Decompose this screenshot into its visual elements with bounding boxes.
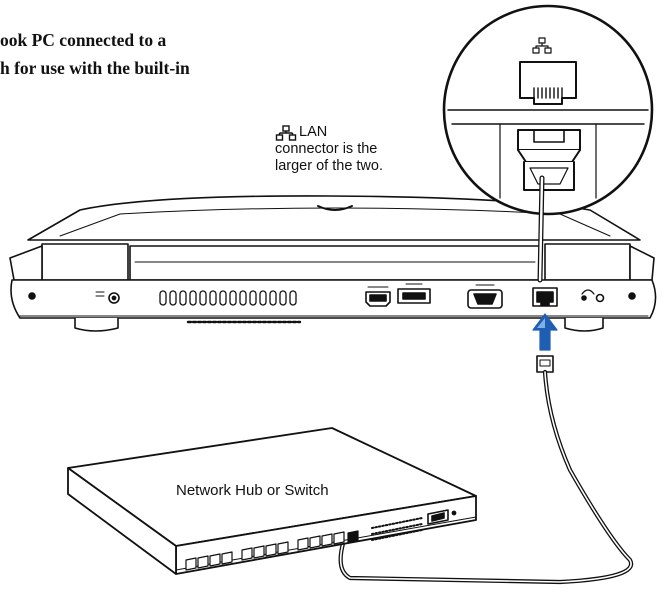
heading-line-1: ook PC connected to a (0, 30, 167, 50)
power-port-icon (95, 291, 120, 304)
network-switch (67, 427, 477, 575)
vga-port-icon (467, 284, 503, 309)
lan-callout: LAN connector is the larger of the two. (275, 124, 445, 175)
callout-line-1: LAN (299, 124, 328, 140)
arrow-up-icon (532, 313, 558, 351)
network-icon (532, 37, 552, 54)
laptop (9, 195, 657, 332)
lan-port-icon (532, 287, 558, 307)
network-icon (275, 125, 297, 141)
rj45-plug-icon (517, 129, 581, 191)
vent-grille (159, 290, 302, 324)
kensington-lock-icon (581, 289, 605, 303)
callout-line-2: connector is the (275, 141, 378, 157)
callout-line-3: larger of the two. (275, 158, 383, 174)
usb-port-icon (397, 283, 431, 304)
heading-line-2: h for use with the built-in (0, 58, 190, 78)
rj45-plug-icon (536, 355, 554, 373)
hdmi-port-icon (365, 286, 391, 307)
hub-label: Network Hub or Switch (176, 482, 329, 499)
magnified-port-view (442, 4, 654, 283)
